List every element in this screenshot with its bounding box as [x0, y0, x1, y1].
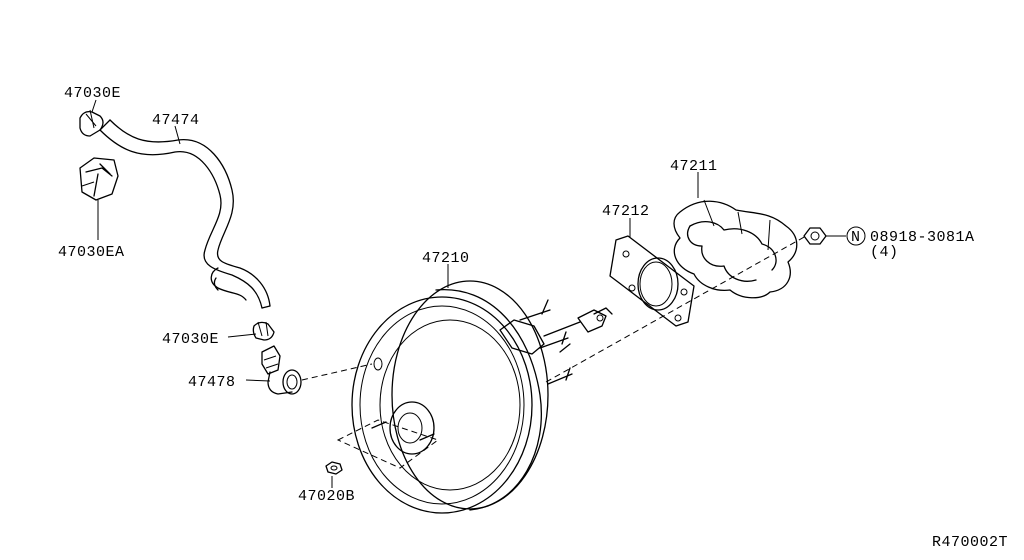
gasket-part[interactable]	[609, 235, 695, 327]
label-hose-clamp-bracket[interactable]: 47030EA	[58, 244, 125, 261]
vacuum-hose-part[interactable]	[99, 119, 271, 309]
label-insulator[interactable]: 47211	[670, 158, 718, 175]
label-nut-front[interactable]: 47020B	[298, 488, 355, 505]
label-gasket[interactable]: 47212	[602, 203, 650, 220]
check-valve-part[interactable]	[261, 345, 302, 395]
label-brake-booster[interactable]: 47210	[422, 250, 470, 267]
nut-front-part[interactable]	[325, 461, 343, 475]
label-hose-clamp-top[interactable]: 47030E	[64, 85, 121, 102]
hose-clamp-lower-part[interactable]	[252, 321, 275, 341]
figure-code: R470002T	[932, 534, 1008, 551]
hose-clamp-top-part[interactable]	[79, 109, 104, 137]
nut-symbol-circle	[846, 226, 866, 246]
hose-clamp-bracket-part[interactable]	[79, 157, 119, 201]
nut-rear-part[interactable]	[803, 227, 827, 245]
label-nut-quantity: (4)	[870, 244, 899, 261]
brake-booster-part[interactable]	[351, 280, 613, 514]
label-check-valve[interactable]: 47478	[188, 374, 236, 391]
insulator-part[interactable]	[673, 199, 798, 299]
label-vacuum-hose[interactable]: 47474	[152, 112, 200, 129]
nut-symbol: N	[851, 229, 861, 246]
label-nut-part-number[interactable]: 08918-3081A	[870, 229, 975, 246]
label-hose-clamp-lower[interactable]: 47030E	[162, 331, 219, 348]
